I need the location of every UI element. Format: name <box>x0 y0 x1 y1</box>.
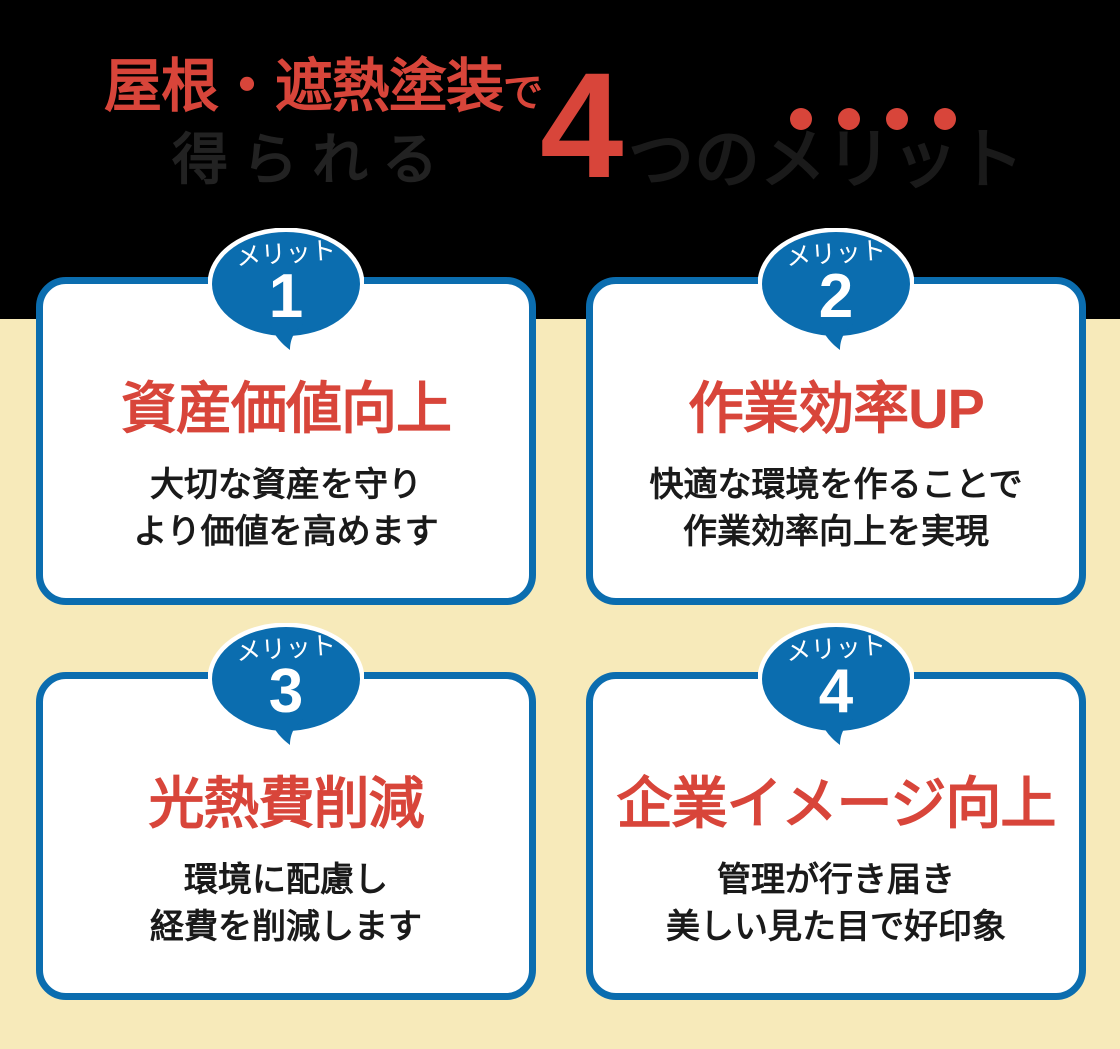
benefit-card: メリット 2 作業効率UP 快適な環境を作ることで 作業効率向上を実現 <box>586 228 1086 605</box>
badge-bubble-icon <box>208 228 364 354</box>
benefit-card: メリット 3 光熱費削減 環境に配慮し 経費を削減します <box>36 623 536 1000</box>
card-body-line: 美しい見た目で好印象 <box>666 907 1006 946</box>
header-line-1-main: 屋根・遮熱塗装 <box>104 54 504 119</box>
emphasis-dot-icon <box>934 108 956 130</box>
card-title: 作業効率UP <box>688 377 985 440</box>
card-body: 環境に配慮し 経費を削減します <box>43 857 529 951</box>
card-title: 光熱費削減 <box>148 772 425 835</box>
card-title: 企業イメージ向上 <box>616 772 1057 835</box>
header-line-1-suffix: で <box>503 71 543 115</box>
badge-number: 3 <box>268 657 304 726</box>
card-body: 快適な環境を作ることで 作業効率向上を実現 <box>593 462 1079 556</box>
benefit-card: メリット 4 企業イメージ向上 管理が行き届き 美しい見た目で好印象 <box>586 623 1086 1000</box>
emphasis-dot-icon <box>886 108 908 130</box>
card-body-line: 管理が行き届き <box>717 861 955 899</box>
card-body-line: より価値を高めます <box>133 512 439 551</box>
badge-speech-bubble: メリット 2 <box>758 228 914 354</box>
card-body-line: 大切な資産を守り <box>150 466 422 504</box>
header-banner: 屋根・遮熱塗装で 得られる 4 つのメリット <box>0 0 1120 319</box>
badge-number: 1 <box>268 262 304 331</box>
card-body-line: 作業効率向上を実現 <box>683 512 989 551</box>
header-line-2: 得られる <box>172 128 452 191</box>
card-title: 資産価値向上 <box>121 377 452 440</box>
badge-number: 4 <box>818 657 854 726</box>
card-body: 大切な資産を守り より価値を高めます <box>43 462 529 556</box>
badge-speech-bubble: メリット 4 <box>758 623 914 749</box>
emphasis-dot-icon <box>838 108 860 130</box>
badge-speech-bubble: メリット 3 <box>208 623 364 749</box>
header-line-1: 屋根・遮熱塗装で <box>104 58 543 116</box>
emphasis-dots-group <box>790 108 990 132</box>
emphasis-dot-icon <box>790 108 812 130</box>
badge-bubble-icon <box>208 623 364 749</box>
badge-speech-bubble: メリット 1 <box>208 228 364 354</box>
header-count-suffix: つのメリット <box>628 122 1024 196</box>
badge-bubble-icon <box>758 623 914 749</box>
card-body-line: 快適な環境を作ることで <box>649 466 1023 504</box>
badge-bubble-icon <box>758 228 914 354</box>
card-body: 管理が行き届き 美しい見た目で好印象 <box>593 857 1079 951</box>
badge-number: 2 <box>818 262 854 331</box>
card-body-line: 経費を削減します <box>150 907 422 946</box>
card-body-line: 環境に配慮し <box>184 861 388 899</box>
header-count-number: 4 <box>540 41 623 209</box>
benefit-card: メリット 1 資産価値向上 大切な資産を守り より価値を高めます <box>36 228 536 605</box>
